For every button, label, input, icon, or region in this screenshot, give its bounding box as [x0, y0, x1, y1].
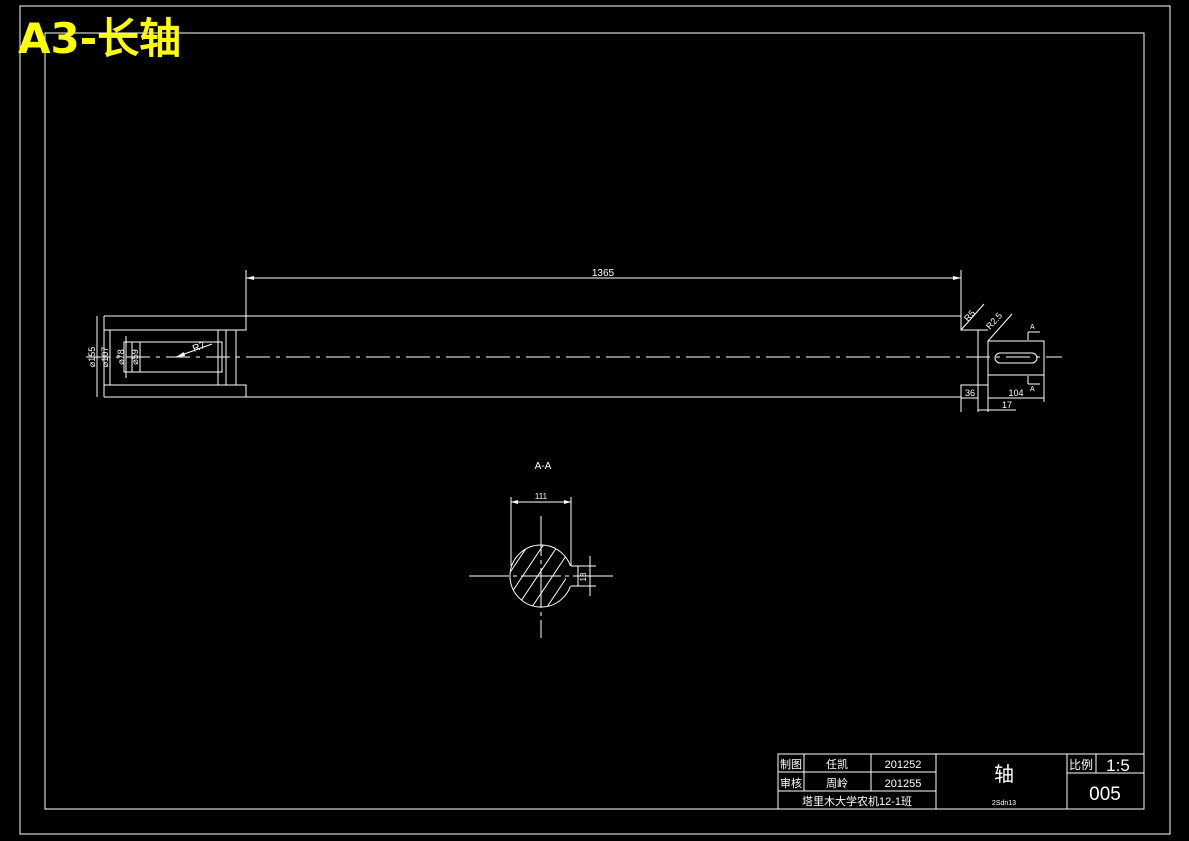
- sheet-size-badge: A3-长轴: [18, 14, 182, 63]
- dim-overall-length: 1365: [592, 268, 615, 279]
- tb-scale-value: 1:5: [1106, 756, 1130, 775]
- tb-name-draw: 任凯: [826, 758, 848, 771]
- tb-date-check: 201255: [885, 778, 922, 790]
- section-view: A-A 111 18: [469, 461, 617, 638]
- cut-mark-bottom: A: [1030, 386, 1035, 393]
- dim-d-bore: ⌀107: [100, 347, 110, 367]
- radius-leader: R7: [175, 340, 213, 358]
- dim-key-len: 104: [1008, 388, 1023, 398]
- tb-scale-label: 比例: [1069, 758, 1093, 772]
- dim-shoulder: R2.5: [984, 311, 1004, 332]
- dim-chamfer: R5: [962, 308, 977, 323]
- dim-d-inner2: ⌀59: [130, 349, 140, 364]
- dim-d-inner1: ⌀78: [116, 349, 126, 364]
- right-end-annotations: R5 R2.5 A A 36 104 17: [960, 303, 1045, 412]
- inner-frame: [44, 32, 1145, 810]
- dim-key-depth: 18: [579, 572, 588, 581]
- tb-name-check: 周岭: [826, 776, 848, 790]
- dim-section-width: 111: [535, 492, 548, 501]
- dim-step-len: 36: [965, 388, 975, 398]
- tb-part-name: 轴: [994, 763, 1014, 786]
- tb-role-draw: 制图: [780, 758, 802, 771]
- dim-key-offset: 17: [1002, 400, 1012, 410]
- tb-drawing-no: 005: [1089, 784, 1121, 805]
- cut-mark-top: A: [1030, 324, 1035, 331]
- dim-d-outer: ⌀155: [87, 347, 97, 367]
- left-diameter-dimensions: ⌀155 ⌀107 ⌀78 ⌀59: [87, 316, 141, 397]
- tb-material: 2Sdn13: [992, 800, 1016, 807]
- tb-date-draw: 201252: [885, 759, 922, 771]
- section-label: A-A: [535, 461, 552, 472]
- title-block: 制图 任凯 201252 审核 周岭 201255 塔里木大学农机12-1班 轴…: [777, 753, 1145, 810]
- dim-radius: R7: [191, 340, 207, 355]
- overall-length-dimension: 1365: [245, 268, 962, 316]
- tb-role-check: 审核: [780, 776, 802, 790]
- shaft-outline: [103, 315, 1045, 398]
- outer-frame: [19, 5, 1171, 835]
- tb-school: 塔里木大学农机12-1班: [802, 794, 912, 808]
